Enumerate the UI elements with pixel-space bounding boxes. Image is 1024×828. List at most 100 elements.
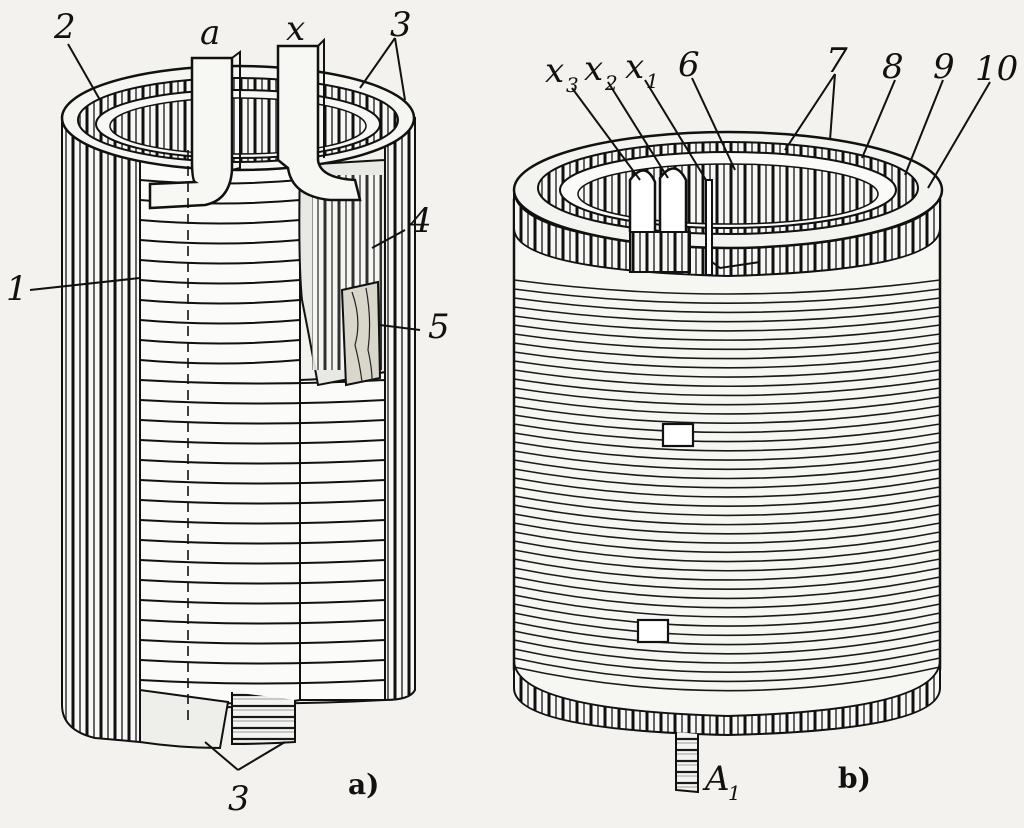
winding-turn-line <box>513 603 941 627</box>
disc-turn-line <box>139 499 386 505</box>
label-3-top: 3 <box>390 5 412 45</box>
winding-turn-line <box>513 450 941 471</box>
caption-a: a) <box>348 768 379 801</box>
label-x3-sub: 3 <box>566 73 579 97</box>
tap-loops <box>628 167 761 276</box>
label-5: 5 <box>428 307 450 347</box>
disc-turn-line <box>139 639 386 645</box>
winding-turn-line <box>513 504 941 526</box>
svg-text:A1: A1 <box>702 759 741 805</box>
winding-turn-line <box>513 288 941 304</box>
coil-b: x3 x2 x1 6 7 8 9 10 A1 b) <box>512 41 1018 805</box>
winding-turn-line <box>513 495 941 517</box>
disc-turn-line <box>139 579 386 585</box>
winding-turn-line <box>513 351 941 369</box>
disc-turn-line <box>139 519 386 525</box>
caption-b: b) <box>838 762 871 795</box>
winding-turn-line <box>513 369 941 388</box>
winding-turn-line <box>513 441 941 461</box>
label-6: 6 <box>678 45 700 85</box>
winding-turn-line <box>513 558 941 581</box>
label-3-bottom: 3 <box>228 779 250 819</box>
disc-turn-line <box>139 619 386 625</box>
disc-turn-line <box>139 339 301 345</box>
label-x2-sub: 2 <box>604 71 618 95</box>
label-a1: A <box>702 759 730 799</box>
winding-turn-line <box>513 423 941 443</box>
winding-turn-line <box>513 477 941 498</box>
label-8: 8 <box>882 47 904 87</box>
winding-turn-line <box>513 378 941 397</box>
winding-turn-line <box>513 549 941 572</box>
label-x2: x <box>584 49 603 89</box>
winding-turn-line <box>513 333 941 351</box>
winding-turn-line <box>513 657 941 683</box>
winding-turn-line <box>513 360 941 378</box>
winding-turn-line <box>513 324 941 341</box>
svg-text:x2: x2 <box>584 49 618 95</box>
winding-turn-line <box>513 540 941 563</box>
label-9: 9 <box>933 47 955 87</box>
svg-text:x3: x3 <box>545 51 579 97</box>
lead-x <box>276 44 362 202</box>
disc-turn-line <box>139 599 386 605</box>
winding-turn-line <box>513 414 941 434</box>
winding-turn-line <box>513 531 941 554</box>
coil-a-bottom-lead <box>139 688 230 750</box>
coil-a: a x 2 3 4 5 1 3 a) <box>6 5 450 819</box>
winding-turn-line <box>513 432 941 452</box>
winding-turn-line <box>513 567 941 590</box>
spacer-block-upper <box>661 422 695 448</box>
disc-turn-line <box>139 259 301 265</box>
lead-a1 <box>675 732 699 794</box>
label-4: 4 <box>409 201 432 241</box>
disc-turn-line <box>139 459 386 465</box>
coil-a-left-edge <box>61 118 141 744</box>
label-7: 7 <box>826 41 848 81</box>
disc-turn-line <box>139 319 301 325</box>
label-x1: x <box>625 47 644 87</box>
coil-a-right-edge <box>384 116 416 702</box>
winding-turn-line <box>513 405 941 424</box>
label-x: x <box>286 9 305 49</box>
winding-turn-line <box>513 576 941 600</box>
winding-turn-line <box>513 297 941 314</box>
disc-turn-line <box>139 539 386 545</box>
winding-turn-line <box>513 513 941 535</box>
disc-turn-line <box>139 419 386 425</box>
winding-turn-line <box>513 522 941 544</box>
disc-turn-line <box>139 239 301 245</box>
disc-turn-line <box>139 299 301 305</box>
winding-turn-line <box>513 666 941 692</box>
winding-turn-line <box>513 585 941 609</box>
disc-turn-line <box>139 439 386 445</box>
label-1: 1 <box>6 269 28 309</box>
winding-turn-line <box>513 342 941 360</box>
winding-turn-line <box>513 459 941 480</box>
winding-turn-line <box>513 306 941 323</box>
winding-turn-line <box>513 468 941 489</box>
winding-turn-line <box>513 621 941 646</box>
coil-a-leaders <box>29 37 421 771</box>
winding-turn-line <box>513 396 941 415</box>
winding-turn-line <box>513 315 941 332</box>
winding-turn-line <box>513 612 941 637</box>
winding-turn-line <box>513 387 941 406</box>
winding-turn-line <box>513 630 941 655</box>
disc-turn-line <box>139 359 301 365</box>
label-10: 10 <box>975 49 1018 89</box>
spacer-block-lower <box>636 618 670 644</box>
coil-b-winding-lines <box>513 279 941 692</box>
disc-turn-line <box>139 479 386 485</box>
coil-a-ring-lines <box>139 179 386 705</box>
wooden-spacer <box>340 280 382 387</box>
svg-text:x1: x1 <box>625 47 659 93</box>
coil-b-bottom-band <box>513 659 941 737</box>
disc-turn-line <box>139 399 386 405</box>
label-a: a <box>200 13 220 53</box>
winding-turn-line <box>513 648 941 673</box>
winding-turn-line <box>513 594 941 618</box>
coil-b-leaders <box>571 73 991 189</box>
